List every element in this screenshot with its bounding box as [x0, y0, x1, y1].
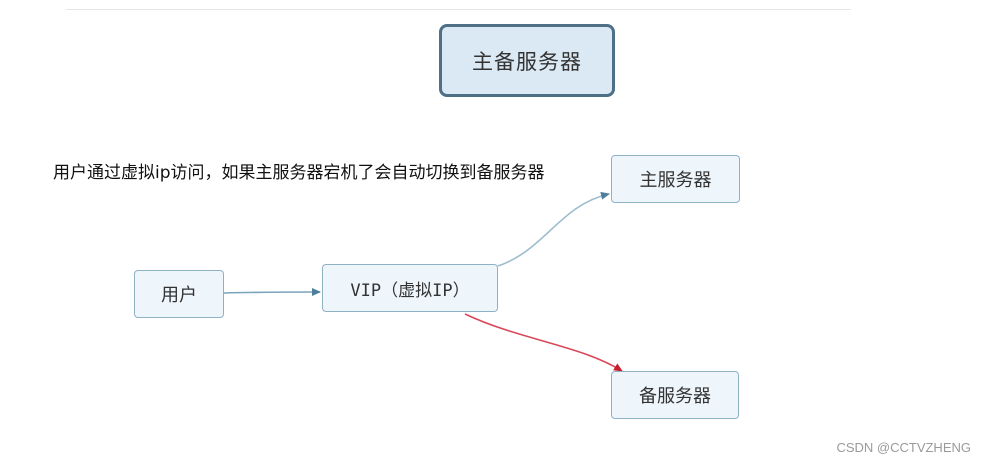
diagram-title: 主备服务器: [439, 24, 615, 97]
node-backup-server: 备服务器: [611, 371, 739, 419]
diagram-note: 用户通过虚拟ip访问，如果主服务器宕机了会自动切换到备服务器: [53, 163, 545, 183]
watermark: CSDN @CCTVZHENG: [836, 440, 971, 455]
edge-user-to-vip: [223, 288, 321, 297]
top-divider: [66, 9, 851, 10]
node-main-server: 主服务器: [611, 155, 740, 203]
node-vip: VIP（虚拟IP）: [322, 264, 498, 312]
edge-vip-to-main-server: [497, 191, 610, 267]
edge-vip-to-backup-server: [464, 313, 623, 372]
node-user: 用户: [134, 270, 224, 318]
